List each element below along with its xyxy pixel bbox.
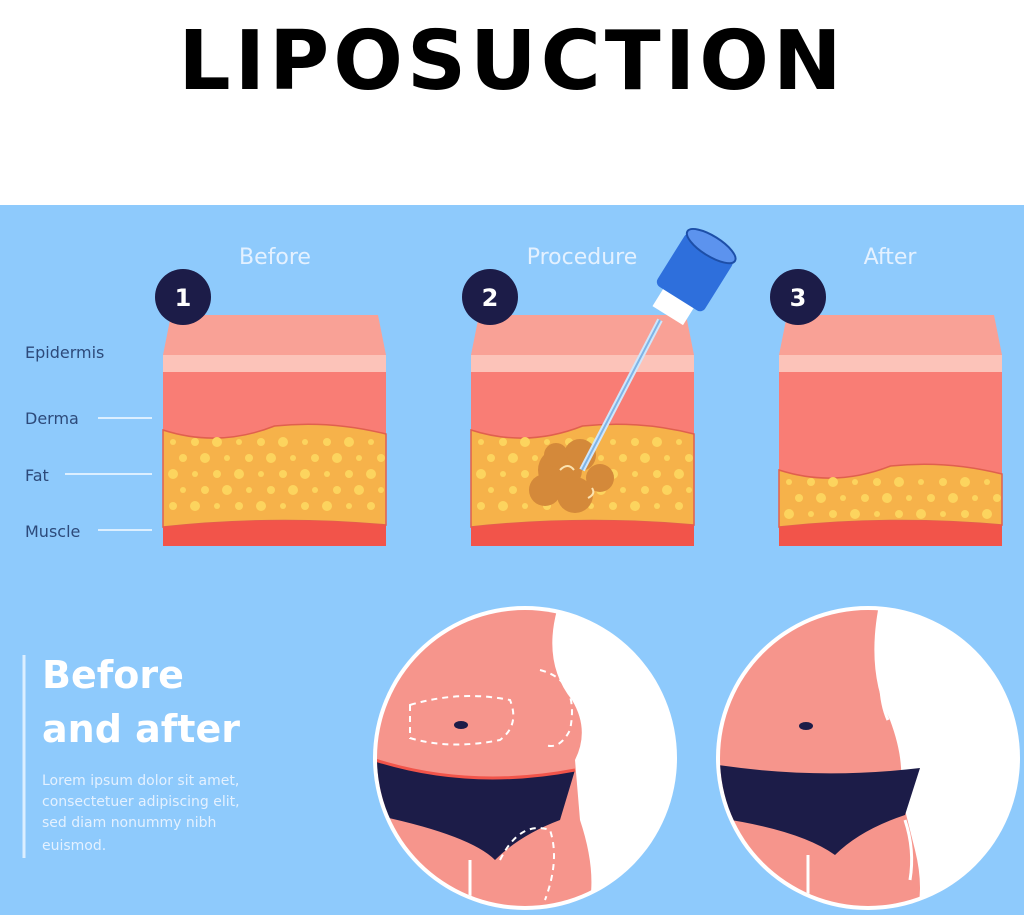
layer-label-epidermis: Epidermis	[25, 343, 104, 362]
step-label-before: Before	[239, 245, 311, 270]
step-number-badge: 1	[155, 269, 211, 325]
body-text-line: euismod.	[42, 838, 106, 854]
body-after-illustration	[716, 606, 1020, 910]
skin-block-3	[778, 315, 1003, 546]
label-leader-lines	[65, 417, 152, 531]
body-text-line: sed diam nonummy nibh	[42, 815, 216, 831]
before-after-heading-line1: Before	[42, 653, 184, 697]
step-label-after: After	[864, 245, 918, 270]
layer-label-derma: Derma	[25, 409, 79, 428]
step-number-badge: 3	[770, 269, 826, 325]
body-text-line: consectetuer adipiscing elit,	[42, 794, 240, 810]
body-before-illustration	[373, 606, 677, 910]
svg-text:2: 2	[482, 284, 499, 312]
svg-text:1: 1	[175, 284, 192, 312]
before-after-heading-line2: and after	[42, 707, 240, 751]
page-title: LIPOSUCTION	[178, 14, 846, 109]
cannula-icon	[579, 227, 737, 472]
body-text-line: Lorem ipsum dolor sit amet,	[42, 773, 239, 789]
skin-block-1	[162, 315, 387, 546]
svg-text:3: 3	[790, 284, 807, 312]
skin-block-2	[470, 315, 695, 546]
step-number-badge: 2	[462, 269, 518, 325]
step-label-procedure: Procedure	[527, 245, 638, 270]
layer-label-muscle: Muscle	[25, 522, 80, 541]
layer-label-fat: Fat	[25, 466, 49, 485]
